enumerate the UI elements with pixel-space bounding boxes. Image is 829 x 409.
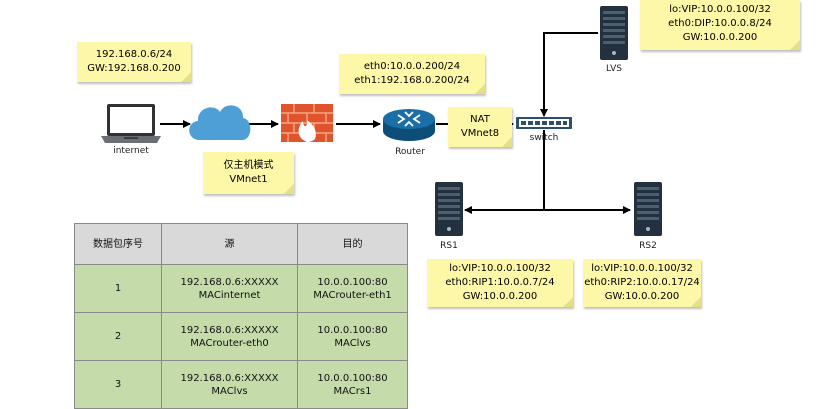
router-label: Router — [395, 147, 425, 157]
laptop-icon — [101, 104, 161, 143]
packet-no-cell: 2 — [74, 312, 162, 361]
lvs-server-icon — [600, 6, 628, 60]
packet-no-cell: 1 — [74, 264, 162, 313]
internet-label: internet — [113, 146, 149, 156]
link-lvs-switch — [540, 32, 598, 117]
switch-label: switch — [529, 133, 559, 143]
rs1-server-icon — [435, 182, 463, 236]
switch-icon — [516, 117, 572, 129]
rs1-label: RS1 — [440, 241, 458, 251]
rs2-server-icon — [634, 182, 662, 236]
diagram-canvas — [101, 6, 662, 236]
lvs-label: LVS — [606, 64, 622, 74]
header-packet-no: 数据包序号 — [74, 223, 162, 265]
table-header-row: 数据包序号 源 目的 — [74, 223, 408, 265]
router-icon — [383, 109, 435, 141]
header-source: 源 — [161, 223, 298, 265]
packet-no-cell: 3 — [74, 360, 162, 409]
rs2-label: RS2 — [639, 241, 657, 251]
cloud-icon — [189, 105, 251, 140]
firewall-icon — [281, 104, 333, 142]
network-diagram: internet Router switch LVS RS1 RS2 192.1… — [74, 0, 800, 409]
header-destination: 目的 — [297, 223, 408, 265]
